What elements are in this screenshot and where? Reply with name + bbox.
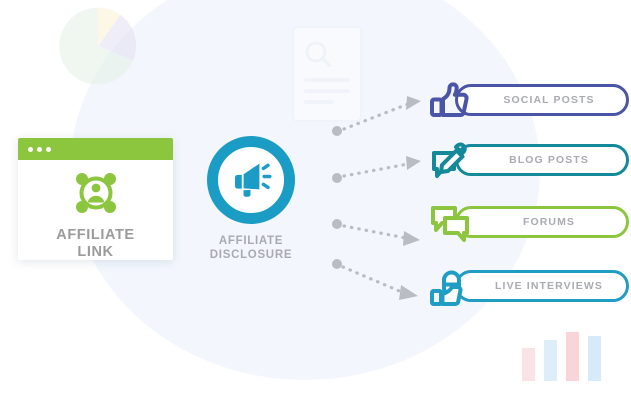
affiliate-disclosure-node[interactable]: AFFILIATE DISCLOSURE (200, 136, 302, 263)
channel-social-posts[interactable]: SOCIAL POSTS (429, 80, 629, 120)
channel-blog-posts[interactable]: BLOG POSTS (429, 140, 629, 180)
window-dot-3 (46, 146, 51, 152)
affiliate-network-icon (69, 168, 123, 223)
chat-bubbles-icon (429, 202, 471, 242)
channel-pill-bar: LIVE INTERVIEWS (455, 270, 629, 302)
thumbs-up-icon (429, 80, 471, 120)
affiliate-link-title: AFFILIATE LINK (56, 227, 134, 260)
window-dot-2 (37, 146, 42, 152)
window-dot-1 (28, 146, 33, 152)
disclosure-label-line1: AFFILIATE (218, 235, 284, 247)
disclosure-ring (207, 136, 295, 224)
channel-live-interviews[interactable]: LIVE INTERVIEWS (429, 266, 629, 306)
channel-pill-bar: SOCIAL POSTS (455, 84, 629, 116)
affiliate-link-body: AFFILIATE LINK (18, 160, 173, 260)
disclosure-label-line2: DISCLOSURE (209, 248, 293, 261)
pie-chart-decoration (58, 6, 138, 86)
channel-pill-bar: BLOG POSTS (455, 144, 629, 176)
megaphone-icon (228, 155, 274, 206)
channel-pill-bar: FORUMS (455, 206, 629, 238)
affiliate-disclosure-label: AFFILIATE DISCLOSURE (200, 235, 302, 263)
channel-label: SOCIAL POSTS (503, 94, 595, 106)
affiliate-link-title-line1: AFFILIATE (56, 227, 135, 243)
affiliate-link-title-line2: LINK (77, 243, 114, 260)
browser-title-bar (18, 138, 173, 160)
channel-label: FORUMS (522, 216, 576, 228)
microphone-hand-icon (429, 266, 471, 306)
bar-chart-decoration (516, 322, 612, 384)
channel-label: BLOG POSTS (509, 154, 589, 166)
affiliate-link-card[interactable]: AFFILIATE LINK (18, 138, 173, 260)
channel-forums[interactable]: FORUMS (429, 202, 629, 242)
document-search-decoration (292, 26, 362, 122)
pen-speech-bubble-icon (429, 140, 471, 180)
channel-label: LIVE INTERVIEWS (495, 280, 603, 292)
